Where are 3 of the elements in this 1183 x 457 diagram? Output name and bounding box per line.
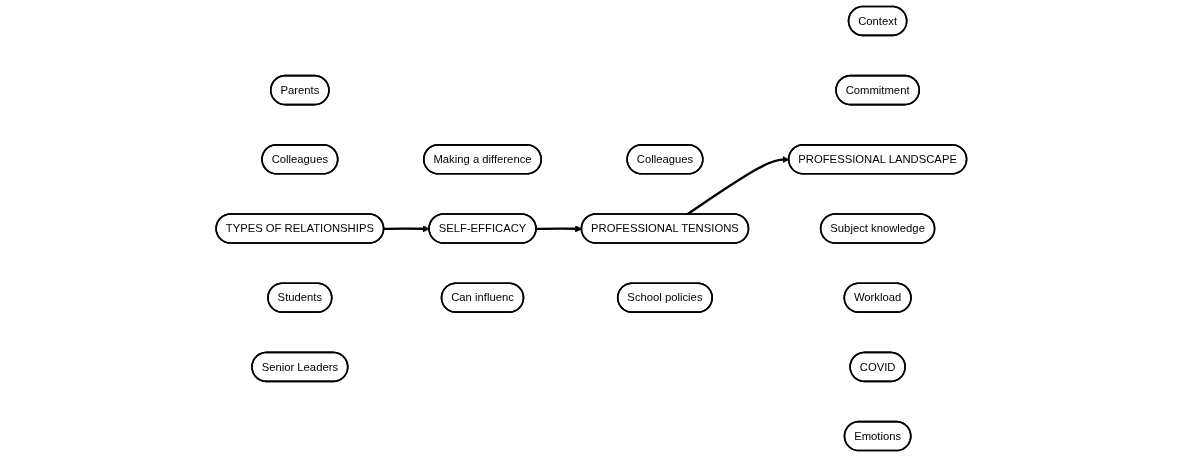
arrow (536, 225, 583, 233)
arrow (384, 225, 430, 233)
arrow (686, 156, 790, 216)
